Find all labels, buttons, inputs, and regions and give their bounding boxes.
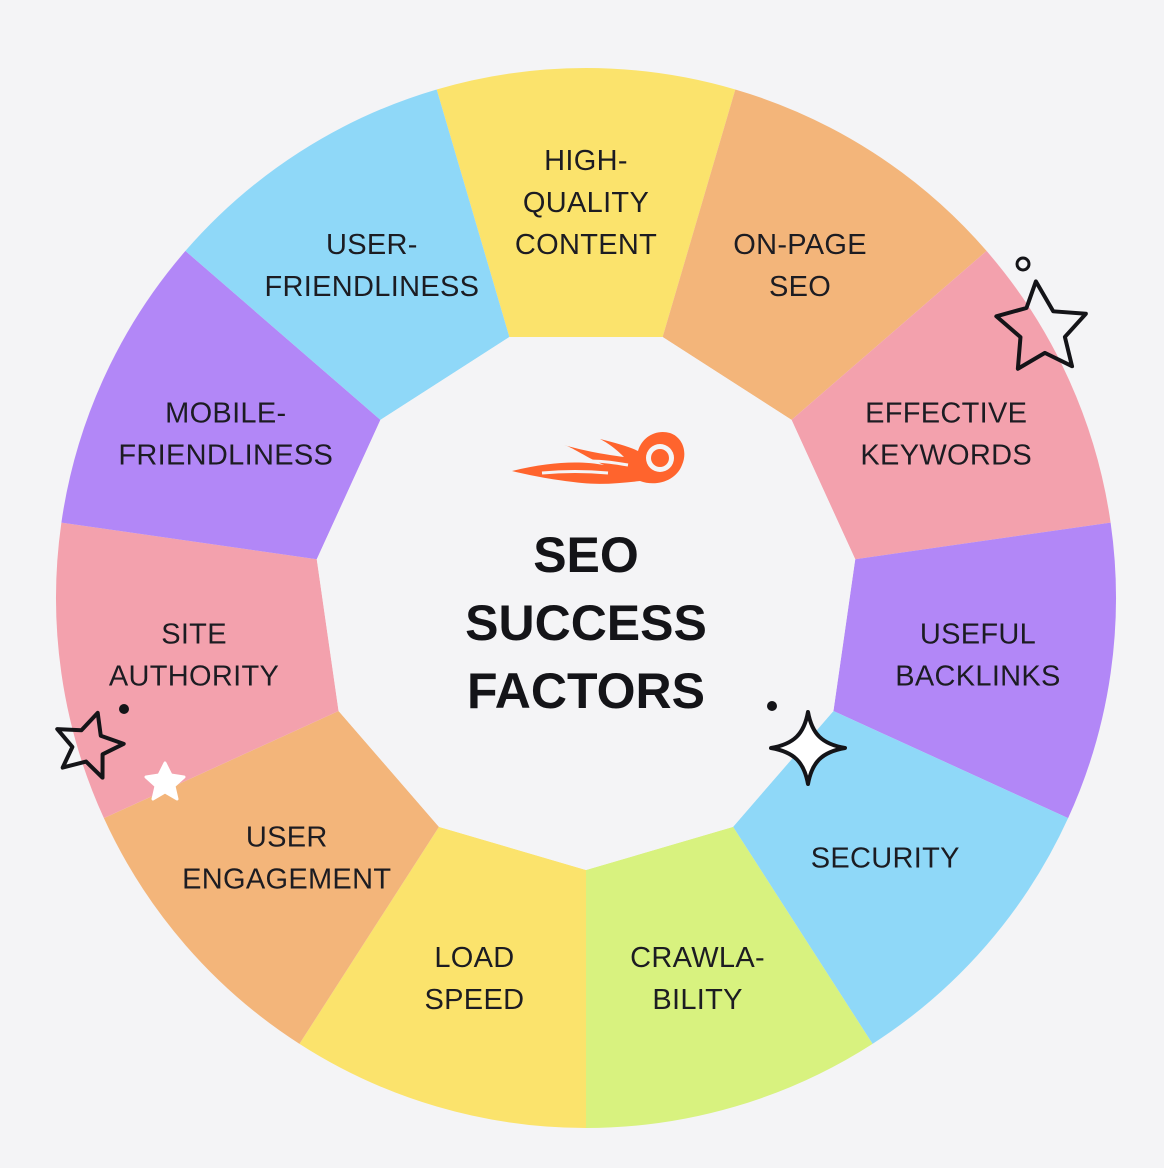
star-outline-icon (994, 279, 1088, 371)
wheel-segment (586, 826, 873, 1128)
title-line: SUCCESS (465, 595, 707, 651)
wheel-segment (185, 89, 510, 420)
segment-label: SECURITY (811, 842, 960, 874)
wheel-segment (299, 826, 586, 1128)
wheel-segment (833, 522, 1116, 819)
small-star-icon (144, 761, 186, 801)
segment-label: CRAWLA-BILITY (630, 942, 765, 1016)
wheel-segment (55, 522, 339, 819)
title-line: FACTORS (467, 663, 705, 719)
dot-icon (119, 704, 129, 714)
fireball-logo-icon (512, 431, 685, 484)
diagram-title: SEO SUCCESS FACTORS (465, 527, 707, 719)
center-disc (316, 337, 856, 870)
dot-icon (767, 701, 777, 711)
segment-label: USER-FRIENDLINESS (265, 229, 480, 303)
wheel-segment (791, 250, 1111, 560)
wheel-segments (55, 68, 1116, 1128)
wheel-segment (662, 89, 987, 420)
wheel-segment (436, 68, 736, 338)
segment-label: MOBILE-FRIENDLINESS (118, 397, 333, 471)
ring-dot-icon (1015, 256, 1031, 272)
wheel-segment (61, 250, 381, 560)
title-line: SEO (533, 527, 639, 583)
wheel-segment (103, 710, 439, 1044)
sparkle-icon (769, 710, 847, 786)
wheel-segment (733, 710, 1069, 1044)
star-outline-icon (55, 710, 126, 780)
